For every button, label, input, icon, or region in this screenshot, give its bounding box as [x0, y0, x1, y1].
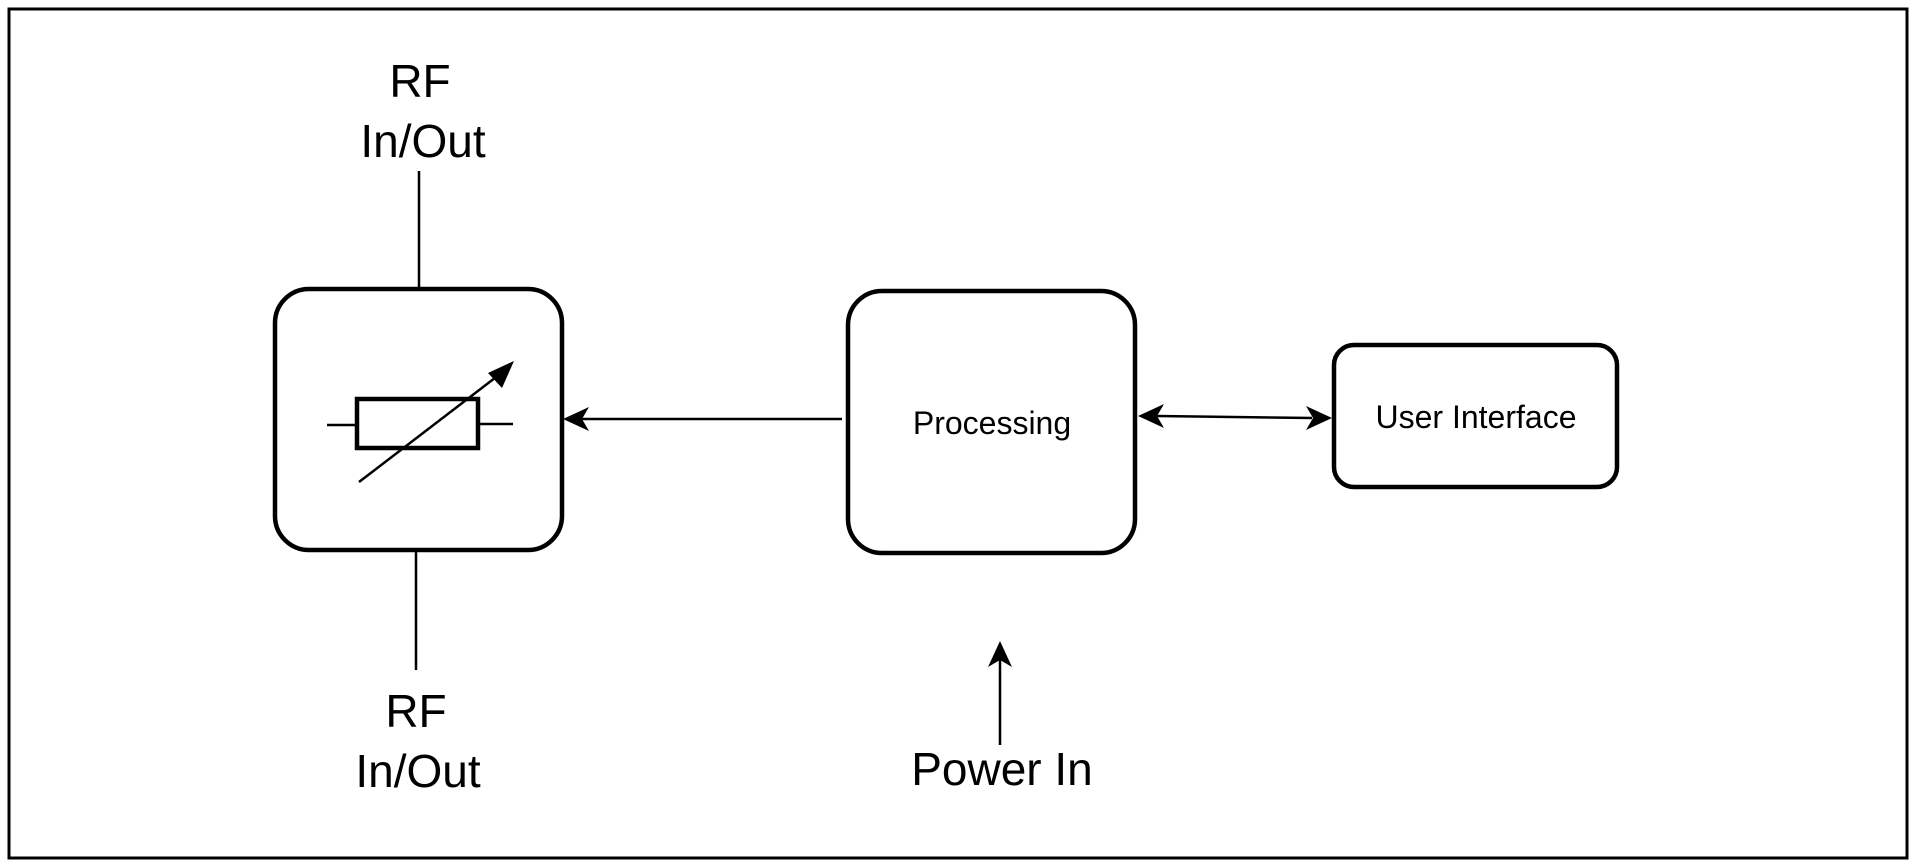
processing-block: [845, 288, 1138, 556]
power-in-arrow: [988, 641, 1012, 745]
rf-top-label-line2: In/Out: [360, 115, 486, 167]
processing-ui-arrow: [1138, 404, 1332, 430]
rf-bottom-label-line1: RF: [385, 685, 446, 737]
rf-bottom-label-line2: In/Out: [355, 745, 481, 797]
outer-frame: [7, 7, 1909, 860]
attenuator-block-frame: [272, 286, 565, 553]
variable-resistor-icon: [327, 361, 514, 483]
processing-label: Processing: [913, 405, 1071, 441]
user-interface-block: [1331, 342, 1620, 490]
rf-top-label-line1: RF: [389, 55, 450, 107]
power-in-label: Power In: [911, 743, 1093, 795]
processing-to-attenuator-arrow: [563, 407, 842, 431]
attenuator-block: [272, 286, 565, 553]
user-interface-label: User Interface: [1376, 399, 1577, 435]
